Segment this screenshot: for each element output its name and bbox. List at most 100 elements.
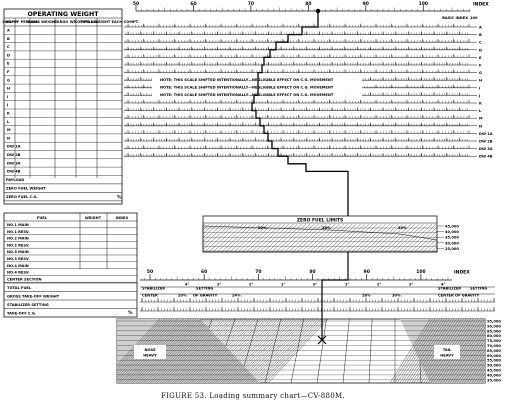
zero-fuel-weight: 30,000: [445, 241, 459, 245]
hatch-line: [457, 224, 487, 252]
hatch-line: [459, 342, 485, 383]
zero-fuel-pct: 30%: [398, 226, 407, 230]
fuel-row-label: NO.4 MAIN: [7, 264, 29, 268]
index-label: 90: [364, 269, 370, 275]
scale-row-label: N: [479, 124, 482, 128]
hatch-line: [452, 330, 485, 383]
hatch-line: [225, 224, 256, 252]
hatch-line: [224, 319, 285, 383]
hatch-line: [229, 224, 260, 252]
hatch-line: [157, 319, 218, 383]
fuel-footer-label: TOTAL FUEL: [7, 286, 32, 290]
hatch-line: [208, 224, 239, 252]
hatch-line: [212, 224, 244, 252]
footer-label: ZERO FUEL C.G.: [6, 195, 38, 199]
nose-heavy-label: HEAVY: [143, 354, 157, 358]
fuel-row-label: CENTER SECTION: [7, 277, 42, 281]
hatch-line: [150, 319, 211, 383]
hatch-line: [471, 361, 485, 383]
hatch-line: [229, 319, 290, 383]
fuel-header: INDEX: [116, 216, 129, 220]
hatch-line: [222, 319, 283, 383]
hatch-line: [343, 224, 374, 252]
index-title: INDEX: [454, 270, 470, 276]
fuel-row-label: NO.2 RESV.: [7, 243, 30, 247]
hatch-line: [389, 224, 420, 252]
hatch-line: [449, 326, 485, 383]
zero-fuel-pct: 22%: [258, 226, 267, 230]
weight-band: [202, 225, 438, 253]
row-label: C: [7, 45, 10, 49]
scale-note: NOTE: THIS SCALE SHIFTED INTENTIONALLY—N…: [160, 86, 334, 90]
scale-row-label: E: [479, 56, 482, 60]
row-label: M: [7, 128, 11, 132]
hatch-line: [205, 319, 266, 383]
hatch-line: [188, 319, 249, 383]
hatch-line: [409, 319, 450, 383]
hatch-line: [203, 319, 264, 383]
hatch-line: [260, 319, 321, 383]
label-mask: [134, 345, 166, 359]
hatch-line: [251, 319, 312, 383]
hatch-line: [465, 224, 495, 252]
index-label: 60: [190, 1, 196, 7]
stab-setting: 2°: [249, 283, 254, 287]
cg-label: CENTER OF GRAVITY: [438, 294, 480, 298]
hatch-line: [394, 319, 435, 383]
hatch-line: [431, 246, 437, 252]
fuel-row-label: NO.3 MAIN: [7, 250, 29, 254]
hatch-line: [397, 224, 428, 252]
index-plot-path: [251, 8, 349, 345]
column-header: COMPT: [2, 20, 17, 24]
hatch-line: [203, 224, 206, 227]
index-label: 70: [255, 269, 261, 275]
pct-symbol: %: [128, 310, 133, 316]
hatch-line: [385, 224, 416, 252]
fuel-header: FUEL: [37, 216, 48, 220]
row-label: DW 2B: [7, 153, 21, 157]
hatch-line: [167, 319, 228, 383]
stab-setting: 4°: [185, 283, 190, 287]
scale-note: NOTE: THIS SCALE SHIFTED INTENTIONALLY—N…: [160, 93, 334, 97]
hatch-line: [117, 319, 163, 368]
footer-label: ZERO FUEL WEIGHT: [6, 187, 46, 191]
label-mask: [434, 345, 460, 359]
hatch-line: [258, 319, 319, 383]
hatch-line: [238, 224, 269, 252]
hatch-line: [248, 319, 309, 383]
hatch-line: [243, 319, 305, 383]
hatch-line: [171, 319, 233, 383]
hatch-line: [469, 224, 499, 252]
hatch-line: [203, 224, 227, 246]
hatch-line: [117, 319, 161, 366]
cg-envelope-chart: NOSEHEAVYTAILHEAVY95,00090,00085,00080,0…: [116, 318, 501, 384]
hatch-line: [454, 334, 485, 383]
hatch-line: [473, 365, 485, 383]
operating-weight-title: OPERATING WEIGHT: [27, 11, 99, 18]
hatch-line: [347, 224, 378, 252]
hatch-line: [404, 319, 445, 383]
hatch-line: [267, 319, 329, 383]
tail-heavy-label: TAIL: [443, 348, 452, 352]
fuel-row-label: NO.2 MAIN: [7, 237, 29, 241]
hatch-line: [236, 319, 297, 383]
hatch-line: [461, 345, 485, 383]
hatch-line: [292, 224, 323, 252]
row-label: DW 4B: [7, 170, 21, 174]
fuel-footer-label: STABILIZER SETTING: [7, 303, 49, 307]
nose-heavy-region: [117, 319, 260, 383]
basic-index-label: BASIC INDEX: [442, 16, 468, 20]
hatch-line: [389, 319, 431, 383]
note-mask: [152, 92, 362, 97]
hatch-line: [265, 319, 326, 383]
scale-row-label: G: [479, 71, 482, 75]
fuel-footer-label: GROSS TAKE-OFF WEIGHT: [7, 294, 60, 298]
stab-setting: 3°: [217, 283, 222, 287]
hatch-line: [309, 224, 340, 252]
hatch-line: [263, 319, 324, 383]
hatch-line: [271, 224, 302, 252]
hatch-line: [145, 319, 206, 383]
gross-weight: 80,000: [487, 334, 501, 338]
